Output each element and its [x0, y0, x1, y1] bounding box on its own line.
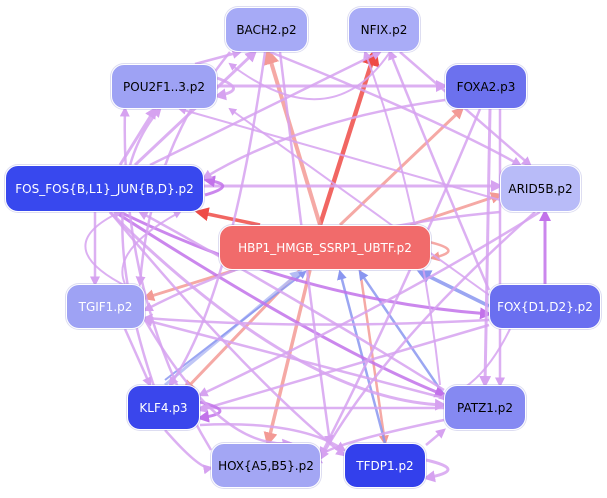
node-foxa2-label: FOXA2.p3	[456, 79, 516, 94]
node-pou2f1[interactable]: POU2F1..3.p2	[111, 64, 217, 109]
node-arid5b[interactable]: ARID5B.p2	[500, 165, 581, 212]
edge-61	[388, 49, 491, 291]
edge-33	[228, 51, 391, 101]
edge-37	[201, 98, 446, 180]
edge-19	[108, 210, 447, 411]
node-fos-fos-jun-label: FOS_FOS{B,L1}_JUN{B,D}.p2	[15, 181, 194, 196]
node-nfix-label: NFIX.p2	[360, 22, 408, 37]
node-hox-a5-b5-label: HOX{A5,B5}.p2	[218, 458, 314, 473]
node-patz1[interactable]: PATZ1.p2	[444, 385, 526, 430]
edge-36	[319, 108, 482, 458]
edge-49	[137, 210, 445, 392]
node-klf4-label: KLF4.p3	[139, 400, 188, 415]
node-hox-a5-b5[interactable]: HOX{A5,B5}.p2	[211, 443, 321, 488]
edge-56	[423, 458, 450, 483]
edge-54	[199, 423, 347, 452]
node-pou2f1-label: POU2F1..3.p2	[123, 79, 205, 94]
edge-27	[194, 49, 243, 66]
edge-26	[214, 76, 235, 101]
edge-1	[263, 48, 322, 226]
node-fox-d1-d2[interactable]: FOX{D1,D2}.p2	[489, 284, 601, 329]
node-tgif1-label: TGIF1.p2	[78, 299, 133, 314]
edge-11	[358, 269, 446, 396]
node-hbp1-hmgb-ssrp1-ubtf-label: HBP1_HMGB_SSRP1_UBTF.p2	[238, 240, 412, 255]
edge-0	[317, 47, 380, 226]
node-nfix[interactable]: NFIX.p2	[348, 7, 420, 52]
edge-52	[121, 211, 182, 285]
edge-53	[164, 429, 214, 475]
edge-34	[479, 108, 492, 388]
edge-4	[194, 207, 261, 227]
edge-50	[123, 328, 152, 388]
edge-24	[149, 50, 383, 167]
node-bach2-label: BACH2.p2	[236, 22, 297, 37]
node-foxa2[interactable]: FOXA2.p3	[445, 64, 527, 109]
edge-39	[197, 210, 541, 397]
node-tgif1[interactable]: TGIF1.p2	[66, 284, 145, 329]
node-tfdp1[interactable]: TFDP1.p2	[344, 443, 426, 488]
node-fox-d1-d2-label: FOX{D1,D2}.p2	[497, 299, 593, 314]
edge-8	[358, 269, 389, 446]
edge-40	[319, 211, 536, 461]
edge-60	[228, 107, 490, 296]
edge-17	[119, 210, 492, 320]
node-arid5b-label: ARID5B.p2	[508, 181, 573, 196]
edge-48	[142, 317, 445, 400]
edge-20	[109, 211, 346, 457]
edge-30	[278, 51, 334, 446]
edge-59	[121, 107, 172, 431]
edge-62	[363, 50, 441, 386]
node-tfdp1-label: TFDP1.p2	[356, 458, 414, 473]
node-hbp1-hmgb-ssrp1-ubtf[interactable]: HBP1_HMGB_SSRP1_UBTF.p2	[219, 225, 431, 270]
edge-42	[142, 313, 490, 326]
edge-43	[197, 323, 490, 413]
edge-14	[164, 270, 307, 381]
edge-16	[203, 175, 225, 197]
node-klf4[interactable]: KLF4.p3	[127, 385, 200, 430]
node-bach2[interactable]: BACH2.p2	[225, 7, 308, 52]
edge-63	[178, 106, 501, 201]
node-fos-fos-jun[interactable]: FOS_FOS{B,L1}_JUN{B,D}.p2	[5, 165, 204, 212]
edge-55	[425, 428, 446, 446]
edge-18	[114, 210, 447, 398]
node-patz1-label: PATZ1.p2	[457, 400, 513, 415]
edge-31	[269, 50, 523, 167]
